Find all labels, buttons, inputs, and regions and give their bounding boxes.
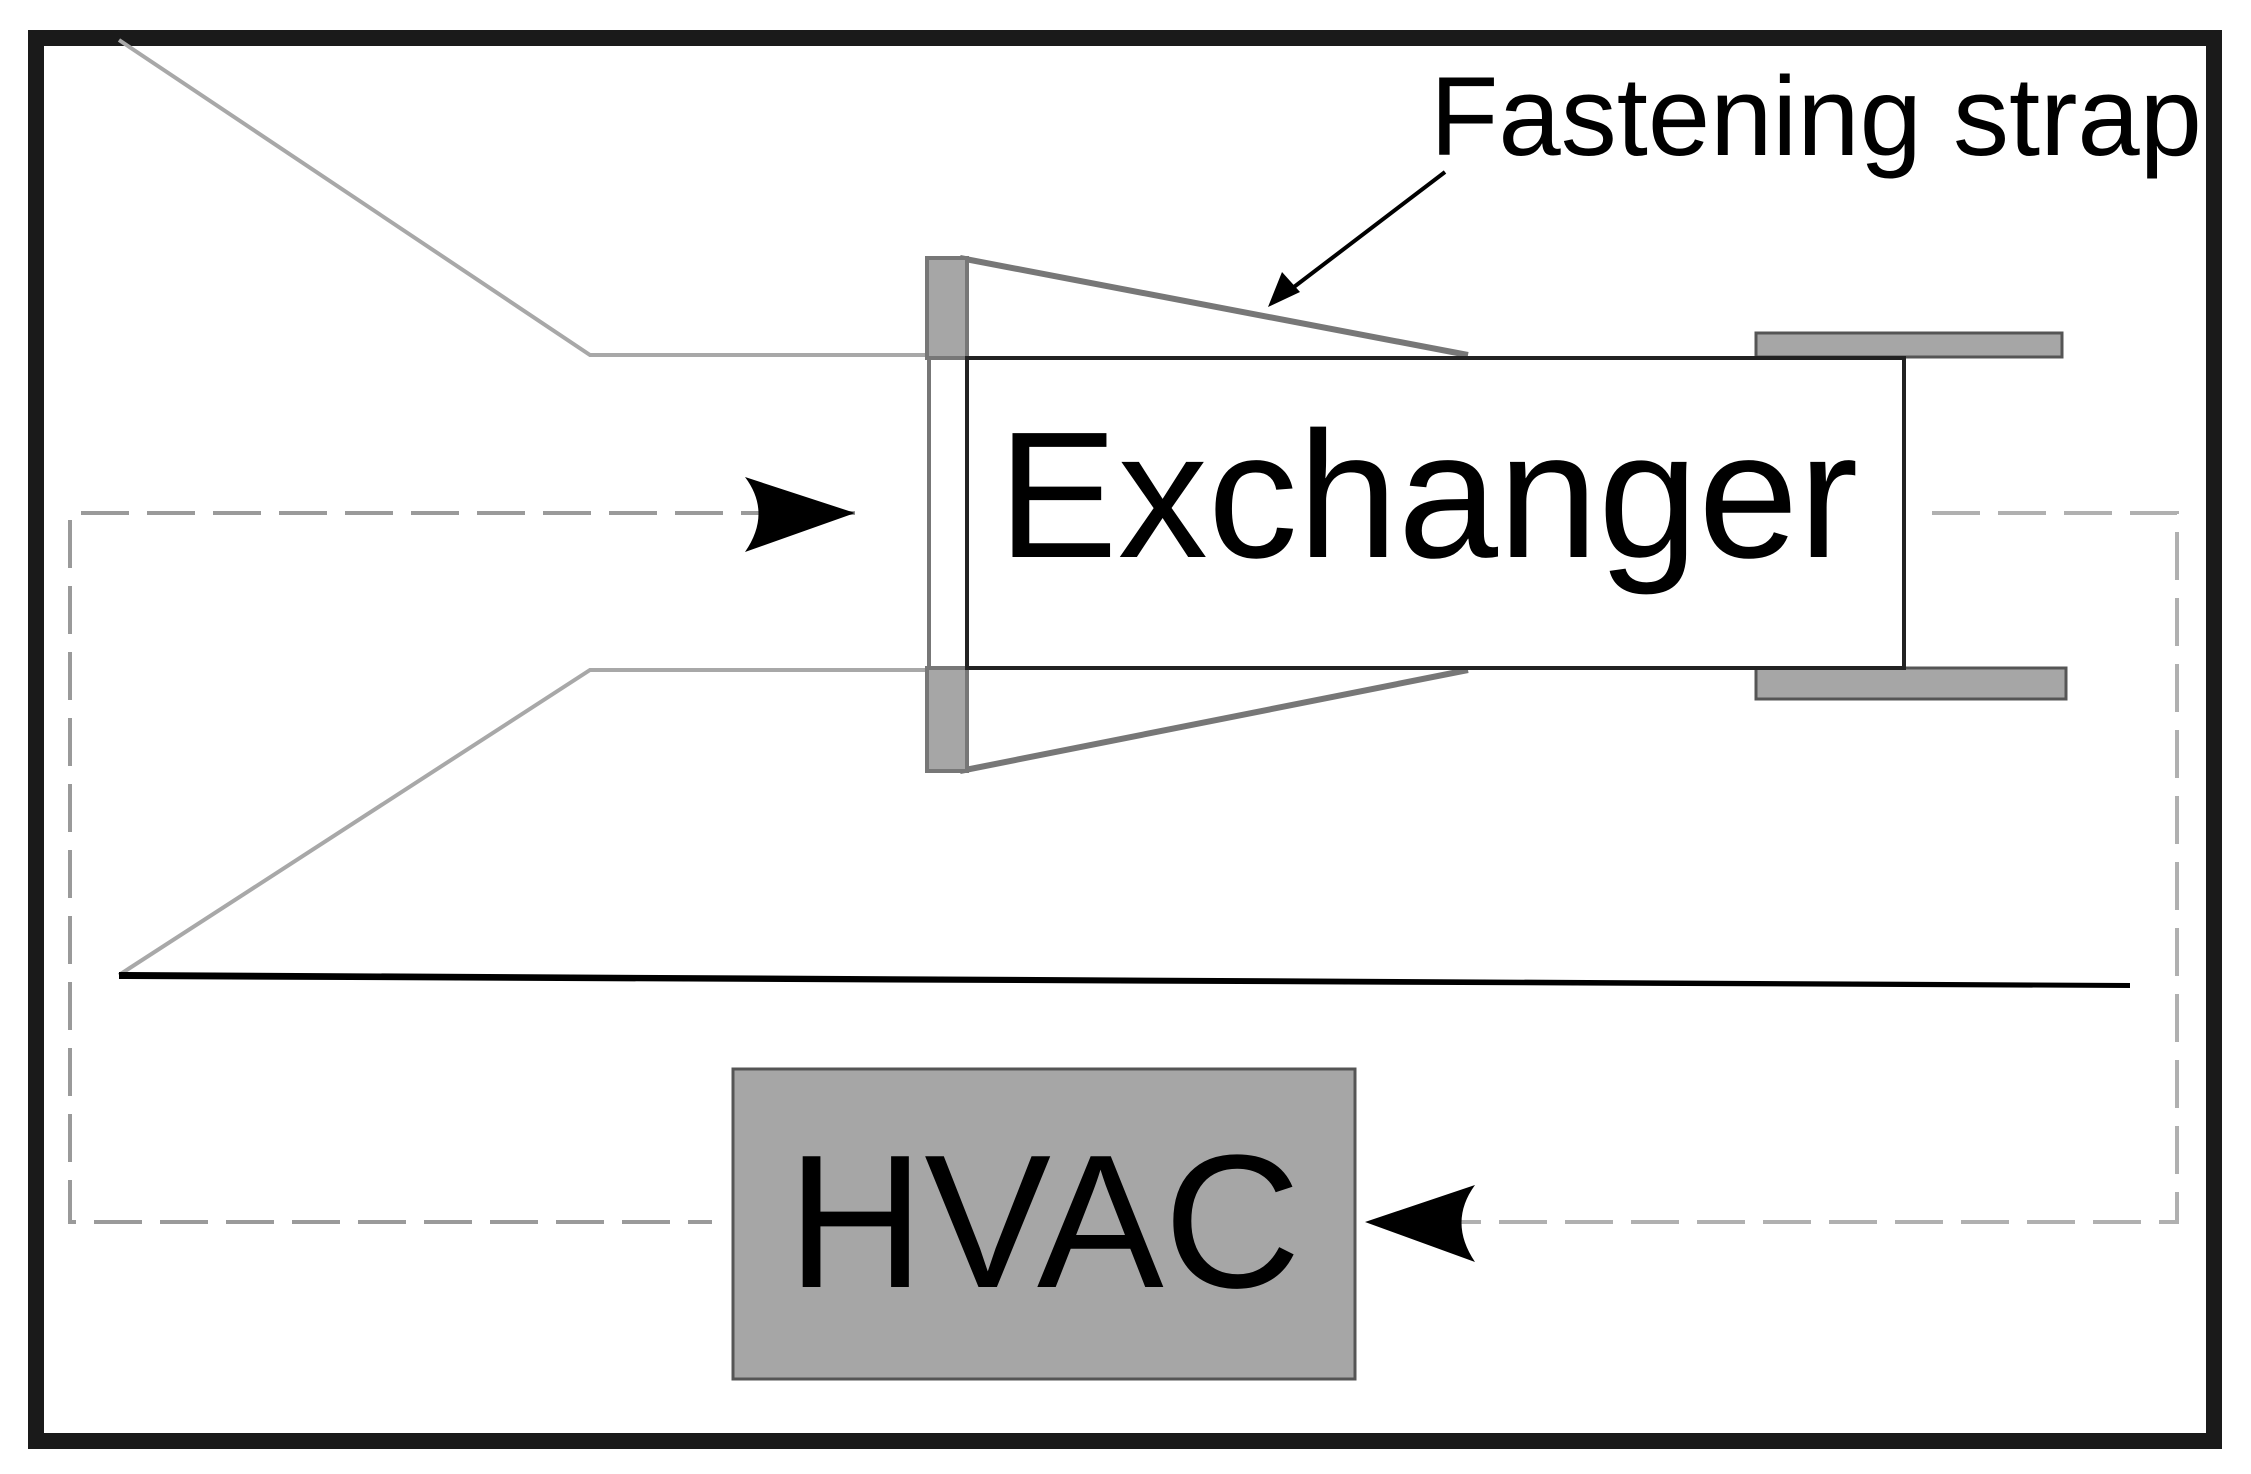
hvac-label: HVAC [787, 1116, 1301, 1328]
arrowhead-left-icon [1365, 1185, 1475, 1262]
fastening-strap-callout-label: Fastening strap [1430, 54, 2202, 179]
outer-frame [28, 30, 2222, 1449]
callout-leader-line [1288, 170, 1447, 292]
arrowhead-right-icon [745, 477, 855, 552]
fastening-strap-bottom [959, 667, 1469, 774]
duct-bottom-line [117, 668, 930, 977]
dashed-loop-left [68, 511, 855, 1224]
exchanger-box [965, 356, 1906, 670]
exchanger-right-flange-bottom [1754, 666, 2068, 701]
exchanger-right-flange-top [1754, 331, 2064, 359]
strap-left-bracket-top [925, 256, 969, 360]
duct-top-line [117, 38, 930, 357]
hvac-box [731, 1067, 1357, 1381]
floor-line [119, 972, 2130, 988]
pointer-arrow-icon [1268, 272, 1300, 307]
dashed-loop-right [1420, 511, 2179, 1224]
fastening-strap-top [959, 255, 1469, 358]
exchanger-label: Exchanger [998, 395, 1859, 596]
strap-left-bracket-bottom [925, 666, 969, 773]
